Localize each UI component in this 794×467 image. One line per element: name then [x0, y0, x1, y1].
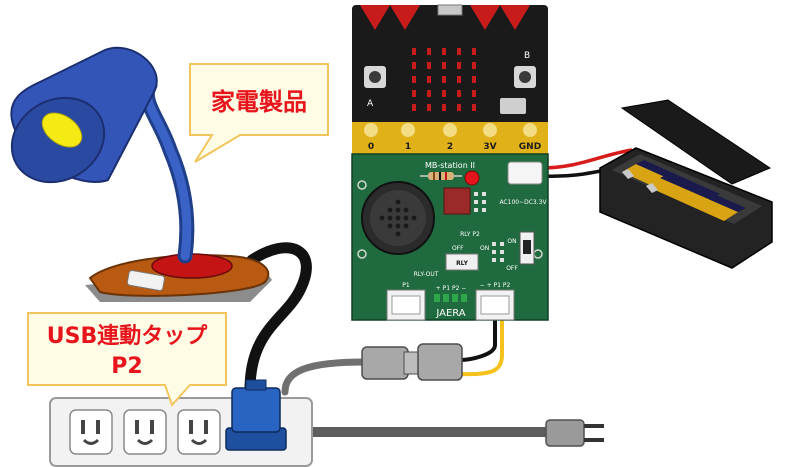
power-strip — [49, 379, 313, 467]
microbit-button-a — [369, 71, 381, 83]
microbit-pattern — [360, 5, 530, 30]
microbit-label-a: A — [367, 99, 374, 109]
callout-appliance: 家電製品 — [189, 63, 329, 163]
outlet-1 — [69, 409, 113, 455]
connector-mid — [434, 294, 467, 302]
board-relay-out-label: RLY-OUT — [414, 271, 439, 278]
connector-left — [386, 289, 426, 321]
callout-tap-bubble — [27, 312, 227, 407]
connector-right — [475, 289, 515, 321]
board-connector-left-label: P1 — [402, 282, 410, 289]
outlet-3 — [177, 409, 221, 455]
relay-chip-block — [443, 187, 471, 215]
wires — [244, 148, 633, 437]
board-relay-side-label: RLY P2 — [460, 231, 480, 238]
jumper-pins — [492, 242, 504, 262]
board-wire-yellow — [459, 320, 504, 377]
power-module — [507, 161, 543, 185]
microbit-label-b: B — [524, 51, 530, 61]
desk-lamp — [10, 46, 272, 302]
board-relay-on-label: ON — [480, 245, 489, 252]
battery-wire-red — [539, 148, 633, 170]
board-switch-off-label: OFF — [506, 265, 518, 272]
microbit: A B 0 1 2 3V GND — [352, 4, 548, 155]
battery-box — [599, 99, 773, 269]
slide-switch-knob — [523, 240, 531, 254]
microbit-pin-2: 2 — [447, 142, 453, 152]
usb-cable-gray — [281, 358, 369, 396]
lamp-label-plate — [126, 269, 165, 292]
status-led — [464, 170, 480, 186]
battery-box-lid — [620, 99, 772, 185]
board-connector-right-label: − + P1 P2 — [480, 282, 511, 289]
callout-tap: USB連動タップ P2 — [27, 312, 227, 407]
blue-plug — [225, 379, 287, 451]
microbit-pin-gnd: GND — [519, 142, 541, 152]
lamp-bulb — [41, 112, 83, 148]
lamp-cord — [244, 242, 312, 396]
board-vendor: JAERA — [435, 308, 465, 319]
mb-station-board: MB-station II AC100∼DC3.3V — [351, 153, 549, 321]
microbit-pin-1: 1 — [405, 142, 411, 152]
board-wire-black — [459, 320, 497, 362]
callout-appliance-text: 家電製品 — [211, 88, 307, 116]
relay-pins — [474, 192, 486, 212]
microbit-pin-0: 0 — [368, 142, 374, 152]
microbit-led-matrix — [412, 48, 476, 111]
microbit-pin-3v: 3V — [483, 142, 496, 152]
board-power-label: AC100∼DC3.3V — [499, 199, 547, 206]
microbit-logo-pad — [500, 98, 526, 114]
callout-tap-text-line1: USB連動タップ — [47, 324, 208, 349]
microbit-button-b — [519, 71, 531, 83]
microbit-pin-pads — [364, 123, 537, 137]
outlet-2 — [123, 409, 167, 455]
callout-appliance-bubble — [189, 63, 329, 163]
board-relay-off-label: OFF — [452, 245, 464, 252]
microbit-usb — [437, 4, 463, 16]
board-connector-mid-label: + P1 P2 − — [436, 285, 467, 292]
wall-plug — [545, 419, 604, 447]
callout-tap-text-line2: P2 — [111, 354, 142, 379]
board-name: MB-station II — [425, 161, 475, 170]
microbit-body — [352, 5, 548, 155]
inline-connector — [361, 343, 463, 381]
resistor — [420, 172, 462, 180]
battery-2 — [646, 174, 746, 221]
relay-block — [445, 253, 479, 271]
speaker — [361, 181, 435, 255]
board-relay-label: RLY — [456, 260, 469, 267]
board-switch-on-label: ON — [507, 238, 516, 245]
